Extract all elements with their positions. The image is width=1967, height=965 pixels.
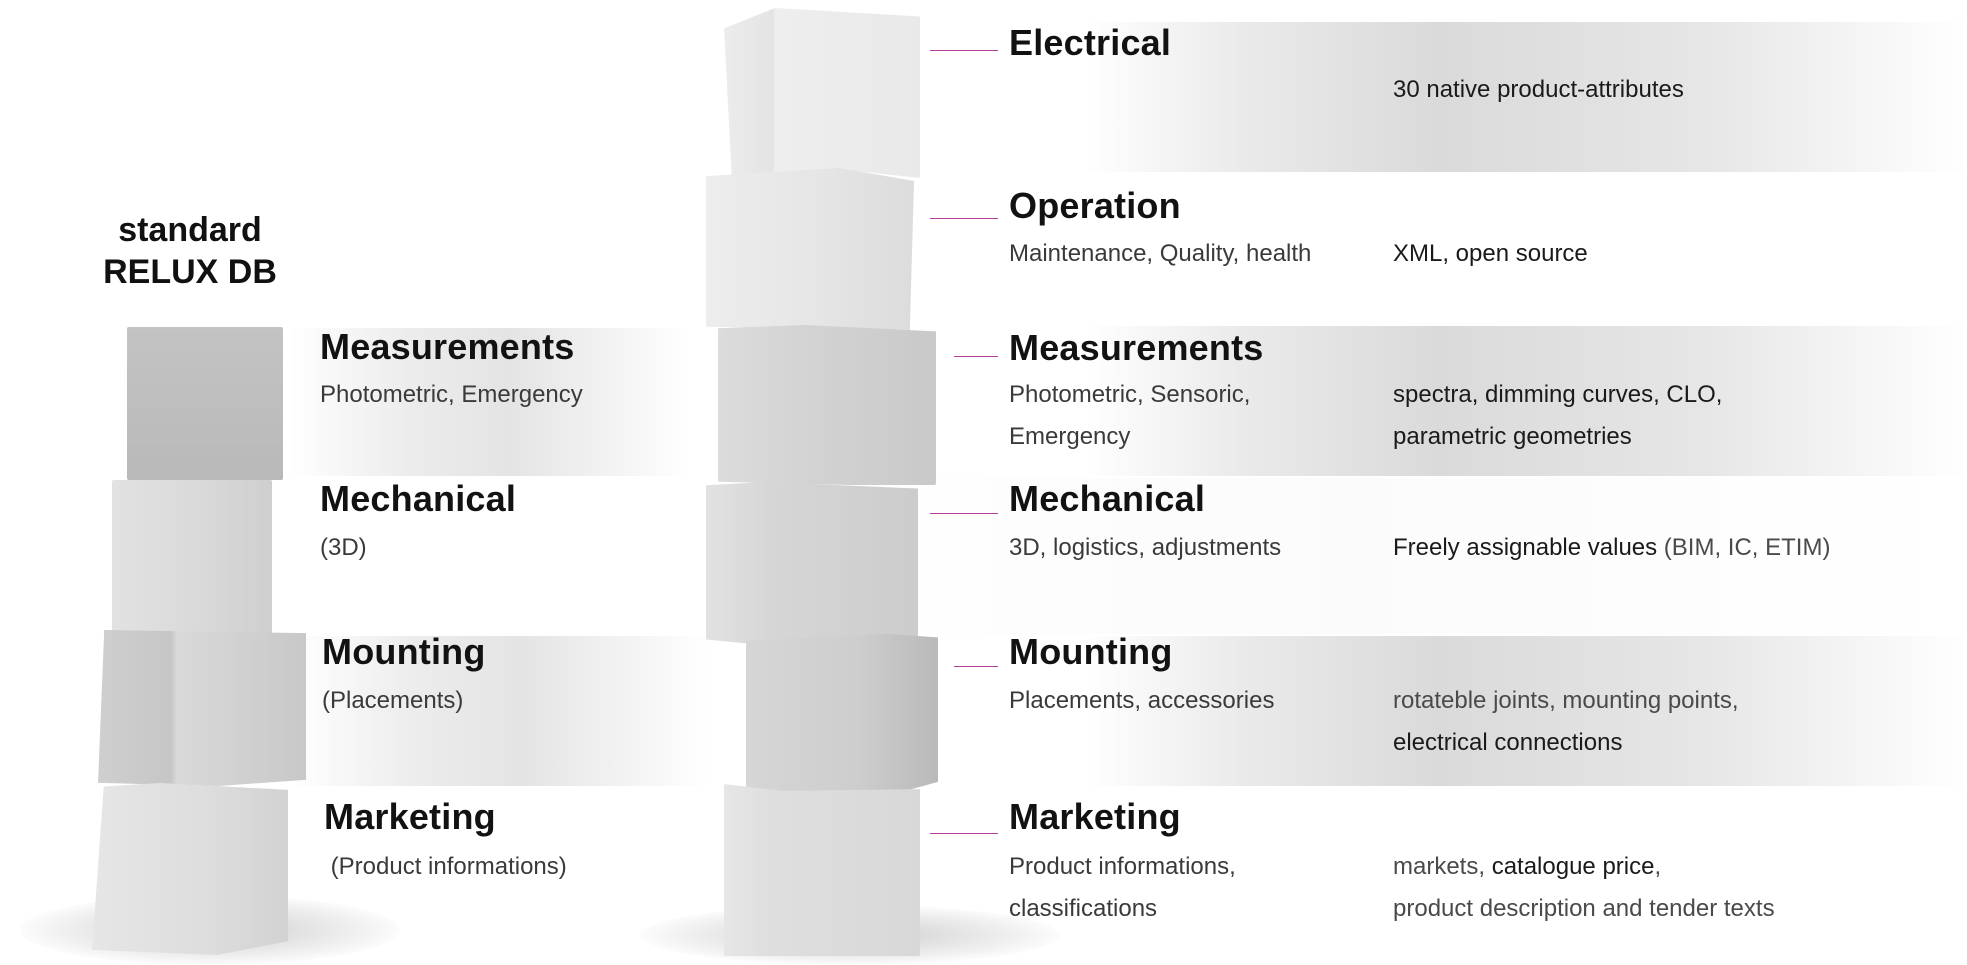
detail-line: rotateble joints, mounting points, <box>1393 680 1739 722</box>
left-cube-mechanical <box>112 480 272 638</box>
left-measurements-sub: Photometric, Emergency <box>320 381 583 408</box>
sub-line: classifications <box>1009 895 1158 922</box>
right-mechanical-sub: 3D, logistics, adjustments <box>1009 534 1282 561</box>
left-measurements-heading: Measurements <box>320 326 575 367</box>
right-marketing-detail: markets, catalogue price, product descri… <box>1393 846 1775 930</box>
right-marketing-sub: Product informations, classifications <box>1009 846 1236 930</box>
connector-marketing <box>930 833 998 834</box>
left-cube-mounting <box>98 630 306 786</box>
band-mounting-right <box>1085 636 1967 786</box>
detail-part: electrical connections <box>1393 729 1623 756</box>
detail-line: markets, catalogue price, <box>1393 846 1775 888</box>
detail-part: rotateble joints, mounting points, <box>1393 687 1739 714</box>
detail-part: product description and tender texts <box>1393 895 1775 922</box>
right-cube-mounting <box>746 634 938 802</box>
detail-line: XML, open source <box>1393 233 1588 275</box>
detail-line: parametric geometries <box>1393 416 1722 458</box>
sub-line: Emergency <box>1009 423 1131 450</box>
sub-line: Photometric, Sensoric, <box>1009 381 1251 408</box>
right-operation-heading: Operation <box>1009 185 1181 226</box>
right-cube-marketing <box>724 784 920 956</box>
band-mounting-left <box>290 636 710 786</box>
connector-mechanical <box>930 513 998 514</box>
connector-operation <box>930 218 998 219</box>
right-cube-operation <box>706 168 914 330</box>
left-mechanical-heading: Mechanical <box>320 478 517 519</box>
right-mechanical-heading: Mechanical <box>1009 478 1206 519</box>
connector-mounting <box>954 666 998 667</box>
right-marketing-heading: Marketing <box>1009 796 1181 837</box>
sub-line: Product informations, <box>1009 853 1236 880</box>
detail-part: (BIM, IC, ETIM) <box>1657 534 1831 561</box>
right-mounting-sub: Placements, accessories <box>1009 687 1275 714</box>
right-operation-detail: XML, open source <box>1393 233 1588 275</box>
right-cube-mechanical <box>706 482 918 646</box>
detail-part: Freely assignable values <box>1393 534 1658 561</box>
right-mounting-heading: Mounting <box>1009 631 1173 672</box>
left-mounting-heading: Mounting <box>322 631 486 672</box>
detail-part: catalogue price <box>1491 853 1655 880</box>
band-measurements-left <box>290 328 690 476</box>
detail-line: electrical connections <box>1393 722 1739 764</box>
left-cube-measurements <box>127 327 283 480</box>
band-electrical <box>1085 22 1967 172</box>
right-cube-measurements <box>718 325 936 485</box>
standard-relux-title: standard RELUX DB <box>80 209 300 293</box>
detail-part: , <box>1654 853 1662 880</box>
left-mechanical-sub: (3D) <box>320 534 367 561</box>
right-measurements-heading: Measurements <box>1009 327 1264 368</box>
left-cube-marketing <box>92 783 288 955</box>
connector-electrical <box>930 50 998 51</box>
right-measurements-sub: Photometric, Sensoric, Emergency <box>1009 374 1250 458</box>
band-mechanical-right <box>740 478 1967 634</box>
right-mounting-detail: rotateble joints, mounting points, elect… <box>1393 680 1739 764</box>
left-mounting-sub: (Placements) <box>322 687 464 714</box>
detail-part: spectra, dimming curves, CLO, <box>1393 381 1723 408</box>
detail-line: 30 native product-attributes <box>1393 69 1684 111</box>
detail-line: product description and tender texts <box>1393 888 1775 930</box>
detail-part: markets, <box>1393 853 1492 880</box>
title-line-2: RELUX DB <box>103 253 277 291</box>
detail-part: parametric geometries <box>1393 423 1632 450</box>
detail-part: XML, open source <box>1393 240 1588 267</box>
detail-part: 30 native product-attributes <box>1393 76 1684 103</box>
connector-measurements <box>954 356 998 357</box>
right-electrical-heading: Electrical <box>1009 22 1172 63</box>
right-mechanical-detail: Freely assignable values (BIM, IC, ETIM) <box>1393 527 1830 569</box>
right-cube-electrical <box>724 8 920 178</box>
detail-line: spectra, dimming curves, CLO, <box>1393 374 1722 416</box>
right-operation-sub: Maintenance, Quality, health <box>1009 240 1312 267</box>
left-marketing-heading: Marketing <box>324 796 496 837</box>
right-electrical-detail: 30 native product-attributes <box>1393 69 1684 111</box>
left-marketing-sub: (Product informations) <box>324 853 567 880</box>
title-line-1: standard <box>118 211 262 249</box>
right-measurements-detail: spectra, dimming curves, CLO, parametric… <box>1393 374 1722 458</box>
detail-line: Freely assignable values (BIM, IC, ETIM) <box>1393 527 1830 569</box>
band-measurements-right <box>1085 326 1967 476</box>
